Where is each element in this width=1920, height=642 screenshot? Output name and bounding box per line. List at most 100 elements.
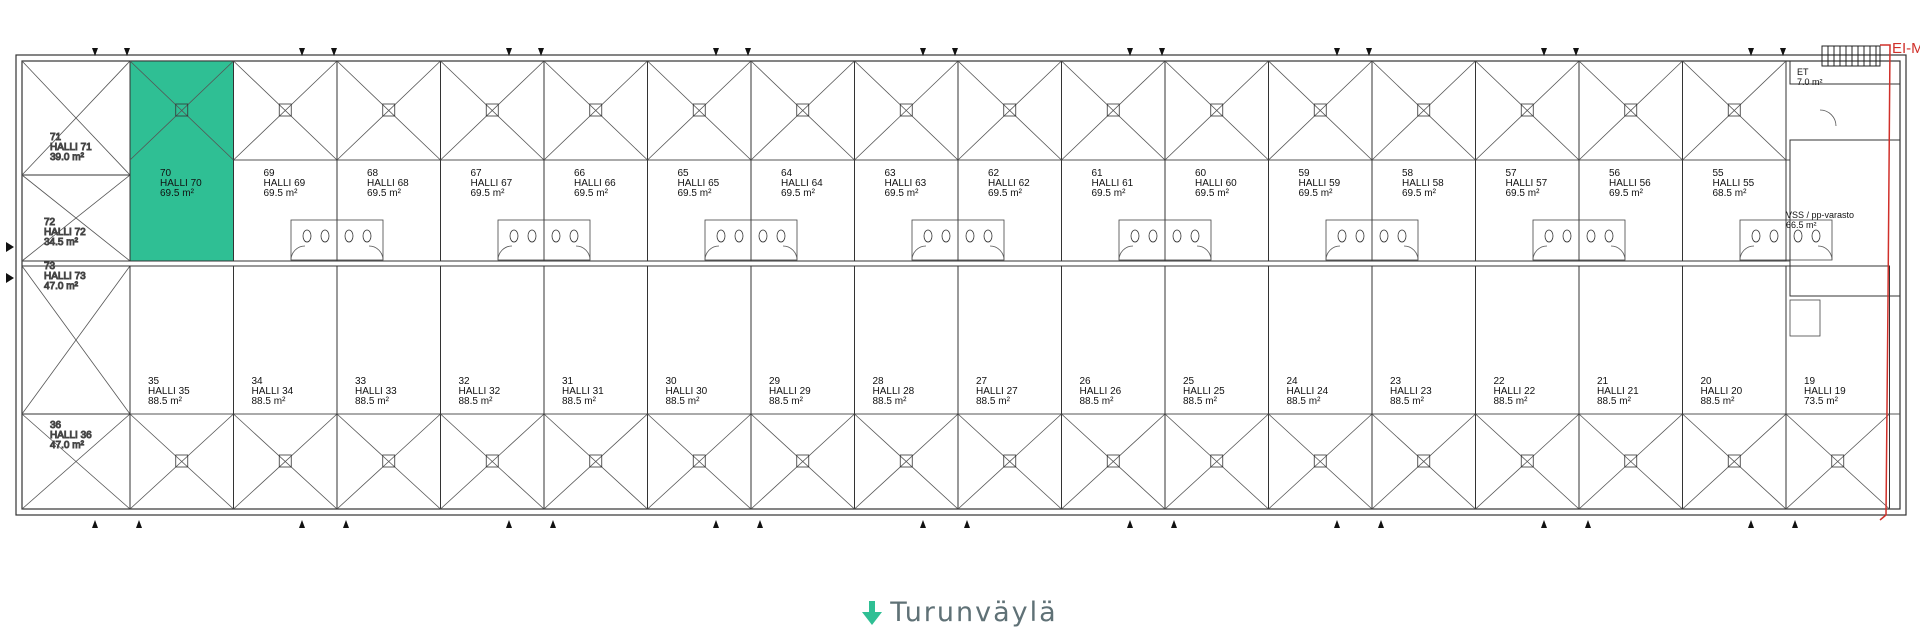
unit-label-line: 65 <box>678 168 690 179</box>
loft-diagonal <box>440 413 545 510</box>
unit-label-line: 88.5 m² <box>1597 396 1632 407</box>
entrance-marker <box>92 48 130 56</box>
door-icon <box>1541 48 1547 56</box>
roof-hatch <box>485 454 499 468</box>
roof-hatch <box>1210 103 1224 117</box>
unit-label-line: 60 <box>1195 168 1207 179</box>
unit-label-line: 58 <box>1402 168 1414 179</box>
roof-hatch <box>175 103 189 117</box>
unit-label-line: HALLI 32 <box>459 386 501 397</box>
unit-label-line: HALLI 24 <box>1287 386 1329 397</box>
unit-label-line: 34 <box>252 376 264 387</box>
unit-label-line: 69.5 m² <box>1609 188 1644 199</box>
unit-outline <box>1371 60 1476 262</box>
door-icon <box>713 48 719 56</box>
entrance-marker <box>1541 48 1579 56</box>
door-icon <box>92 48 98 56</box>
wc-fixtures <box>290 219 1833 261</box>
door-swing <box>1739 245 1755 261</box>
toilet-icon <box>1379 229 1389 243</box>
loft-diagonal <box>957 60 1062 161</box>
unit-label-line: 69.5 m² <box>781 188 816 199</box>
entrance-marker <box>920 48 958 56</box>
unit-label-line: 26 <box>1080 376 1092 387</box>
roof-hatch <box>1210 454 1224 468</box>
door-icon <box>1780 48 1786 56</box>
loft-diagonal <box>1371 413 1476 510</box>
roof-hatch <box>1106 454 1120 468</box>
unit-label-line: 69.5 m² <box>1299 188 1334 199</box>
loft-diagonal <box>647 413 752 510</box>
door-icon <box>1585 520 1591 528</box>
unit-label-line: 88.5 m² <box>1080 396 1115 407</box>
et-label-line: 7.0 m² <box>1797 77 1823 87</box>
unit-label-line: HALLI 60 <box>1195 178 1237 189</box>
unit-label-line: HALLI 31 <box>562 386 604 397</box>
unit-label-line: 88.5 m² <box>873 396 908 407</box>
door-icon <box>1541 520 1547 528</box>
roof-hatch <box>1520 454 1534 468</box>
vss-label-line: VSS / pp-varasto <box>1786 210 1854 220</box>
toilet-icon <box>1172 229 1182 243</box>
unit-label-line: 47.0 m² <box>44 281 79 292</box>
door-icon <box>124 48 130 56</box>
door-icon <box>506 48 512 56</box>
loft-diagonal <box>21 174 131 262</box>
toilet-icon <box>527 229 537 243</box>
unit-label-line: 69.5 m² <box>885 188 920 199</box>
unit-label-line: 88.5 m² <box>1390 396 1425 407</box>
unit-outline <box>1268 60 1373 262</box>
unit-outline <box>1682 60 1787 262</box>
unit-label-line: 88.5 m² <box>252 396 287 407</box>
unit-label-line: 69.5 m² <box>264 188 299 199</box>
unit-label-line: 88.5 m² <box>459 396 494 407</box>
boundary-line <box>1879 44 1891 521</box>
unit-label-line: 69.5 m² <box>1195 188 1230 199</box>
unit-label-line: 67 <box>471 168 483 179</box>
unit-label-line: 24 <box>1287 376 1299 387</box>
toilet-icon <box>734 229 744 243</box>
vss-room <box>1789 139 1901 297</box>
loft-diagonal <box>1785 413 1890 510</box>
entrance-marker <box>299 48 337 56</box>
unit-label-line: HALLI 69 <box>264 178 306 189</box>
door-icon <box>1159 48 1165 56</box>
door-swing <box>1610 245 1626 261</box>
door-icon <box>92 520 98 528</box>
toilet-icon <box>1130 229 1140 243</box>
unit-label-line: 25 <box>1183 376 1195 387</box>
et-room <box>1789 60 1901 85</box>
unit-label-line: HALLI 19 <box>1804 386 1846 397</box>
entrance-marker <box>713 520 763 528</box>
loft-diagonal <box>21 60 131 176</box>
door-swing <box>989 245 1005 261</box>
unit-label-line: HALLI 73 <box>44 271 86 282</box>
unit-outline <box>543 60 648 262</box>
loft-diagonal <box>1578 60 1683 161</box>
unit-outline <box>1164 60 1269 262</box>
loft-diagonal <box>750 413 855 510</box>
toilet-icon <box>1337 229 1347 243</box>
